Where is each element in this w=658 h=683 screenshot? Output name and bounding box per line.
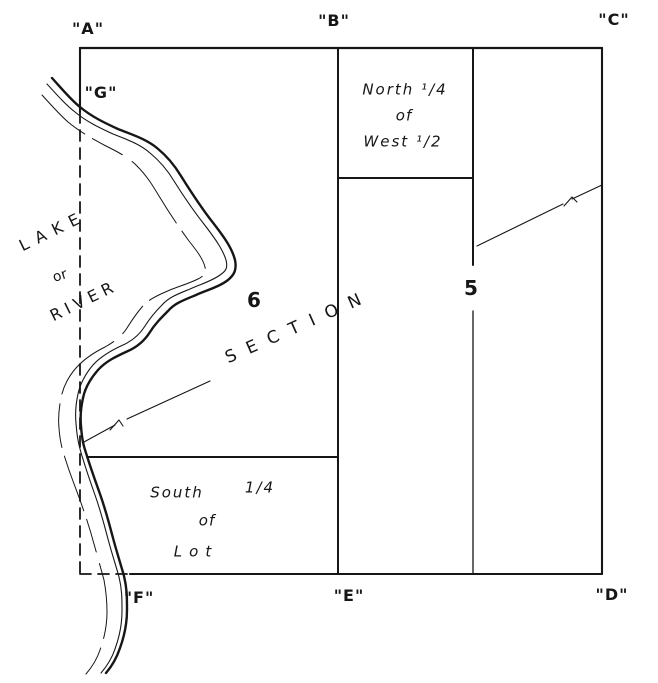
east-tie-tick-icon [563,196,578,207]
corner-label-e: "E" [333,586,365,605]
river-banks [41,76,237,675]
section-boundary [78,46,604,576]
subdivision-lines [86,47,474,575]
south-parcel-line3: Lot [173,542,219,561]
section-number-6: 6 [247,288,261,312]
corner-label-c: "C" [598,10,630,29]
section-label-leader-line [83,380,211,443]
south-parcel-fraction: 1/4 [244,478,276,497]
south-parcel-word: South [150,483,204,502]
section-number-5: 5 [461,278,481,298]
east-section-tie-line [476,184,603,247]
corner-label-g: "G" [84,83,118,102]
corner-label-d: "D" [595,585,629,604]
south-parcel-line2: of [198,511,216,530]
north-parcel-line1: North ¹/4 [362,80,448,99]
section-leader-tick-icon [109,419,124,431]
river-far-bank-line [41,94,206,675]
leader-lines [83,184,603,443]
river-inner-bank-line [46,83,228,674]
corner-label-b: "B" [318,11,350,30]
river-outer-bank-line [50,76,237,675]
corner-label-f: "F" [123,588,155,607]
corner-label-a: "A" [71,19,105,38]
north-parcel-line3: West ¹/2 [363,132,443,151]
north-parcel-line2: of [395,106,413,125]
